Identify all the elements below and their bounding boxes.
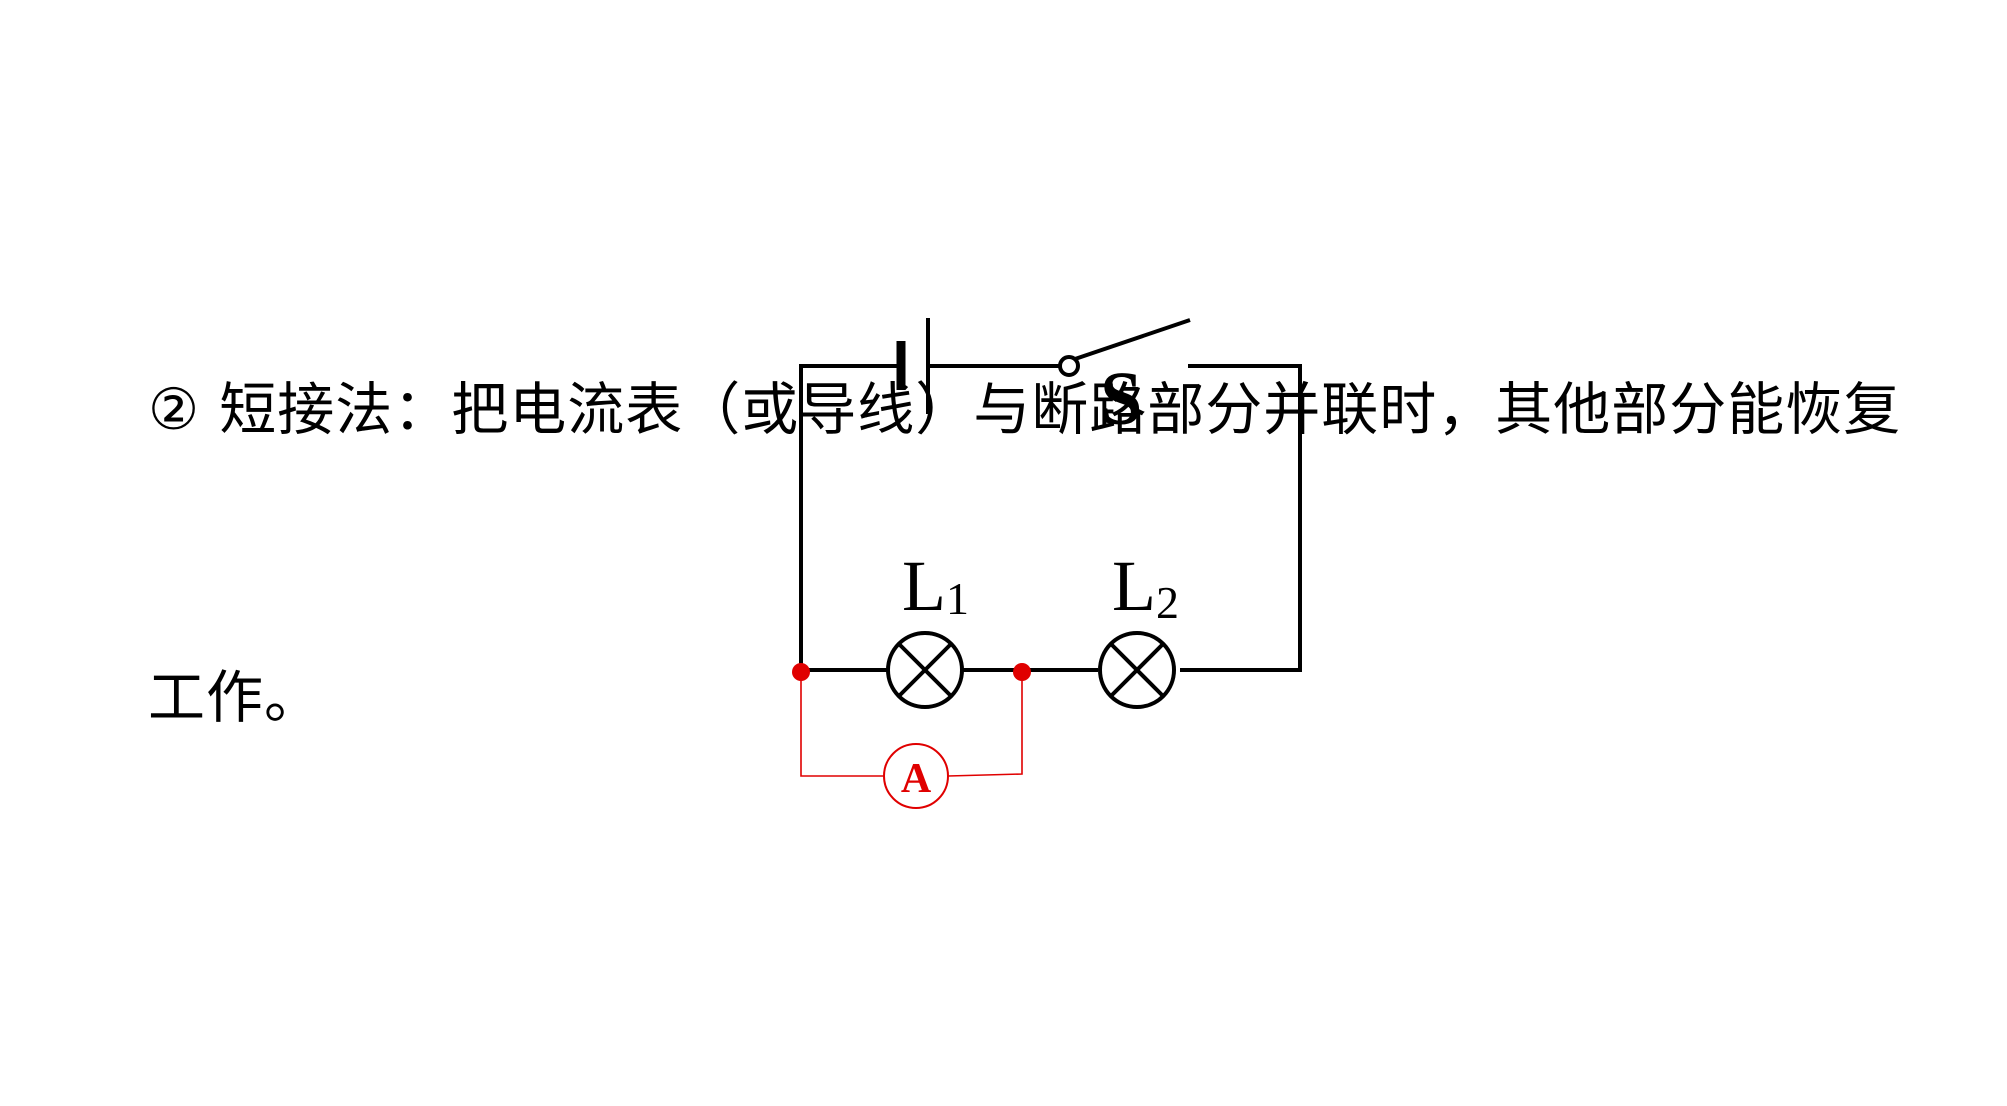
lamp-l2-label-main: L	[1112, 546, 1156, 626]
lamp-l2-label-sub: 2	[1156, 577, 1179, 628]
ammeter-branch: A	[792, 663, 1031, 809]
circuit-wires	[799, 364, 1302, 672]
lamp-l1-label: L1	[902, 546, 969, 626]
lamp-l1: L1	[886, 546, 969, 709]
lamp-l1-cross-b	[897, 642, 953, 698]
lamp-l1-label-sub: 1	[946, 573, 969, 624]
wire-left-top	[799, 364, 899, 670]
switch-symbol: S	[1058, 318, 1191, 441]
wire-right	[1180, 364, 1302, 672]
junction-dot-right	[1013, 663, 1031, 681]
ammeter-circle	[883, 743, 949, 809]
lamp-l2-label: L2	[1112, 546, 1179, 628]
ammeter-wire-right	[947, 672, 1023, 777]
ammeter-wire-left	[800, 672, 884, 777]
lamp-l1-label-main: L	[902, 546, 946, 626]
explanation-line-2: 工作。	[148, 665, 322, 731]
switch-pivot	[1058, 355, 1080, 377]
switch-blade	[1074, 318, 1191, 361]
battery-symbol	[896, 318, 930, 414]
switch-label: S	[1100, 357, 1142, 441]
lamp-l2-cross-b	[1109, 642, 1165, 698]
explanation-text: ② 短接法：把电流表（或导线）与断路部分并联时，其他部分能恢复 工作。	[148, 170, 1908, 842]
lamp-l2: L2	[1098, 546, 1179, 709]
junction-dot-left	[792, 663, 810, 681]
explanation-line-1: ② 短接法：把电流表（或导线）与断路部分并联时，其他部分能恢复	[148, 377, 1902, 443]
ammeter-label: A	[901, 756, 932, 802]
